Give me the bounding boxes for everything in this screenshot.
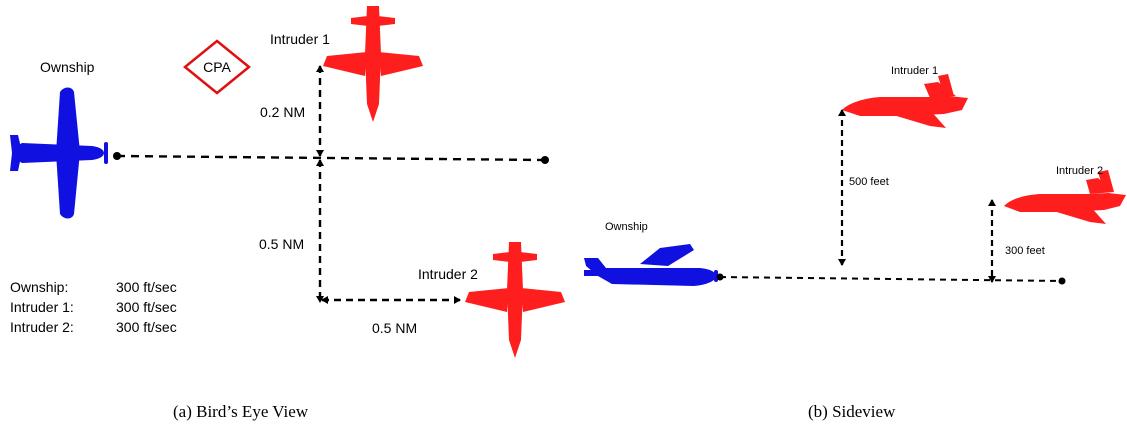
intruder2-jet-side-icon	[1004, 170, 1126, 224]
ownship-airplane-top-icon	[10, 87, 108, 219]
intruder2-jet-top-icon	[465, 242, 565, 358]
cpa-marker: CPA	[183, 39, 251, 95]
caption-birds-eye: (a) Bird’s Eye View	[173, 402, 309, 421]
dist-horizontal-label: 0.5 NM	[372, 320, 417, 336]
caption-sideview: (b) Sideview	[808, 402, 896, 421]
sideview-panel: Ownship Intruder 1 500 feet Intruder 2 3…	[584, 65, 1126, 421]
birds-eye-panel: Ownship CPA 0.2 NM 0.5 NM 0.5 NM Intrude…	[10, 6, 565, 421]
speed-row-intruder1-name: Intruder 1:	[10, 299, 74, 315]
side-intruder1-label: Intruder 1	[891, 65, 938, 77]
ownship-label: Ownship	[40, 59, 95, 75]
intruder2-label: Intruder 2	[418, 266, 478, 282]
ownship-airplane-side-icon	[584, 244, 718, 286]
speed-row-intruder1-value: 300 ft/sec	[116, 299, 177, 315]
intruder1-label: Intruder 1	[270, 31, 330, 47]
dist-vertical-bottom-label: 0.5 NM	[259, 236, 304, 252]
side-intruder2-label: Intruder 2	[1056, 165, 1103, 177]
speed-row-intruder2-name: Intruder 2:	[10, 319, 74, 335]
speed-row-ownship-value: 300 ft/sec	[116, 279, 177, 295]
intruder1-jet-top-icon	[323, 6, 423, 122]
side-ownship-label: Ownship	[605, 221, 648, 233]
ownship-path-line	[116, 154, 546, 162]
dist-vertical-top-label: 0.2 NM	[260, 104, 305, 120]
side-dist-intruder1-label: 500 feet	[849, 176, 889, 188]
side-ownship-path-line	[719, 276, 1063, 282]
speed-row-intruder2-value: 300 ft/sec	[116, 319, 177, 335]
side-dist-intruder2-label: 300 feet	[1005, 245, 1045, 257]
speed-row-ownship-name: Ownship:	[10, 279, 68, 295]
speed-table: Ownship: 300 ft/sec Intruder 1: 300 ft/s…	[10, 279, 177, 335]
diamond-icon	[183, 39, 251, 95]
cpa-label: CPA	[203, 59, 231, 75]
ownship-end-dot	[541, 156, 549, 164]
intruder1-jet-side-icon	[842, 74, 968, 128]
side-path-end-dot	[1058, 277, 1066, 285]
